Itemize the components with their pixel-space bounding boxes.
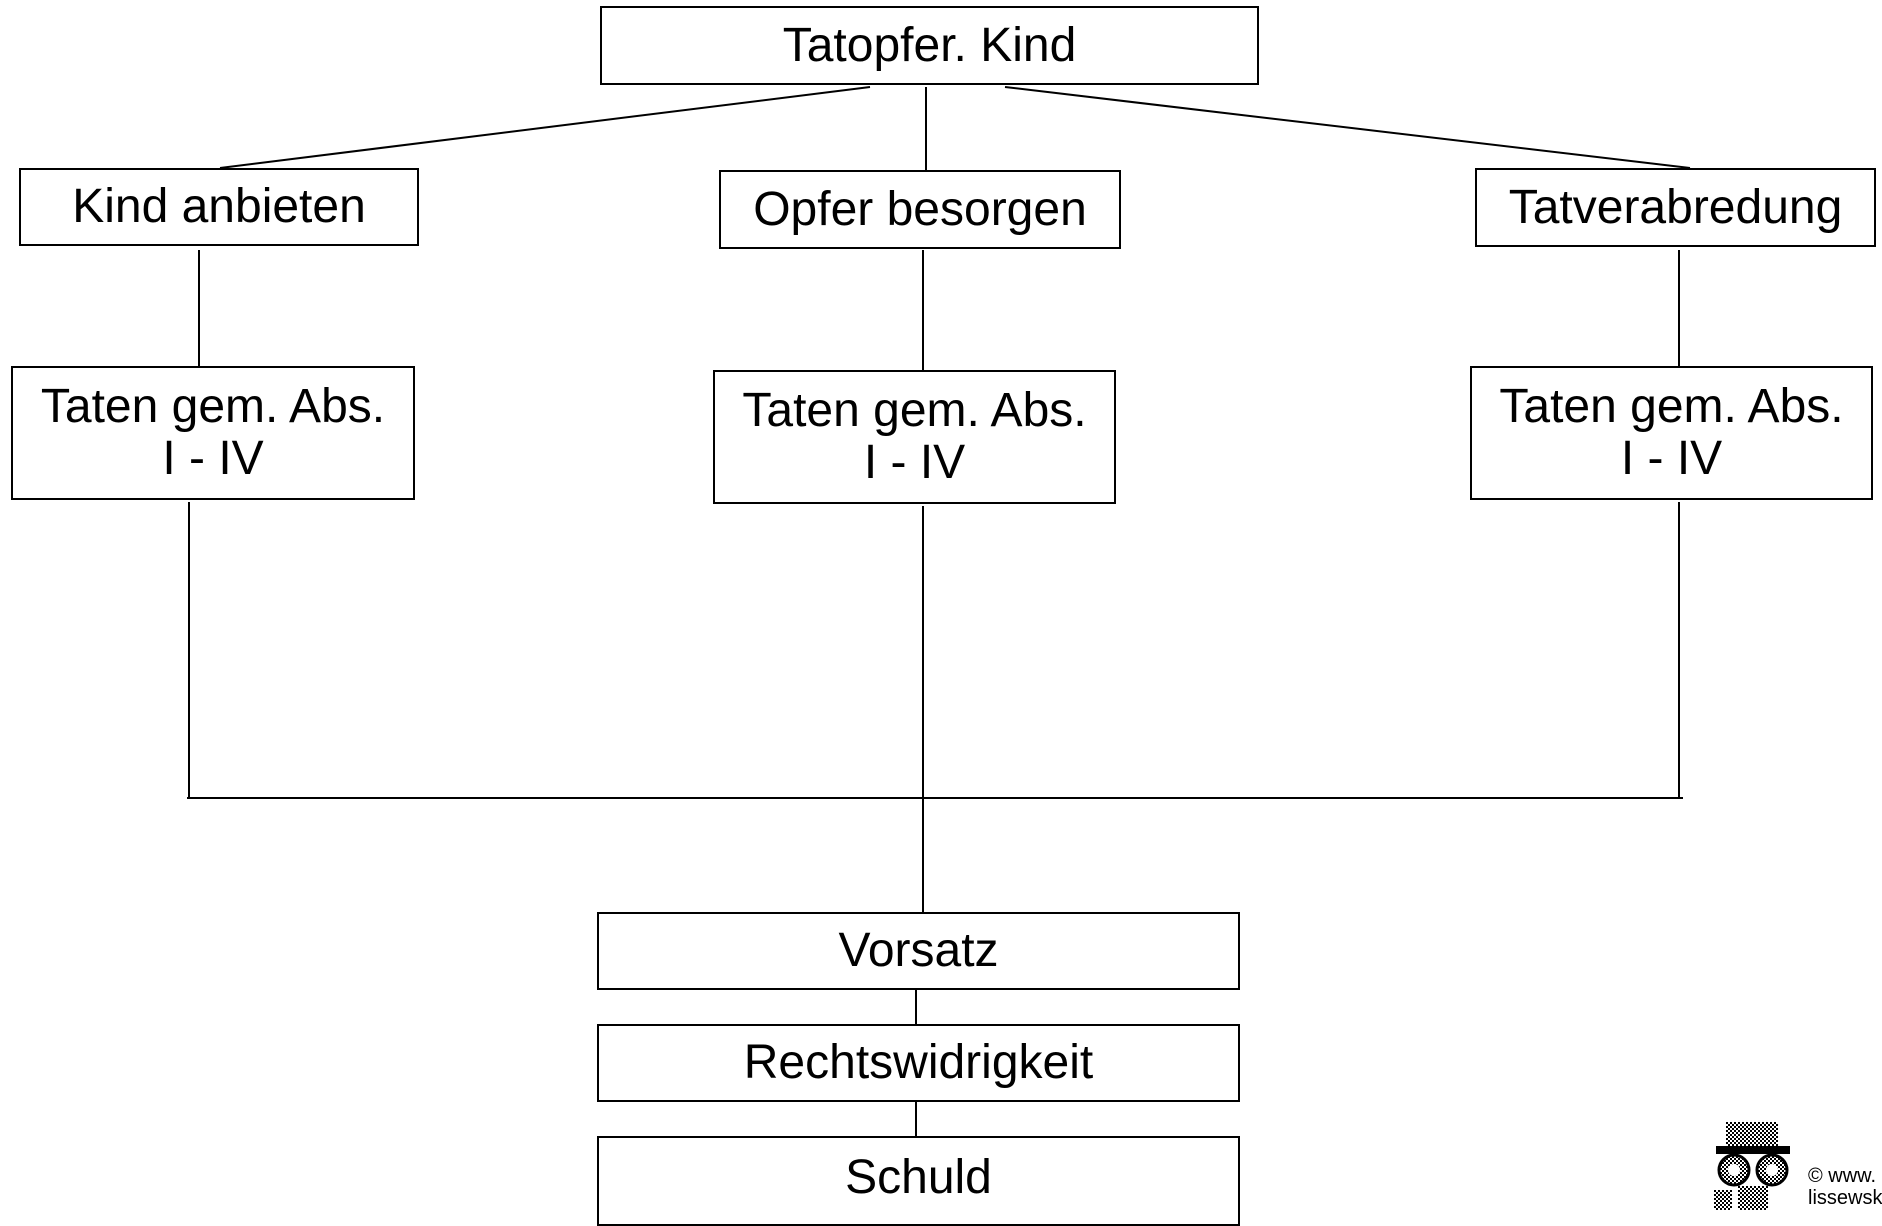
copyright-watermark: © www. lissewsk — [1698, 1118, 1882, 1210]
mascot-logo-icon — [1714, 1122, 1790, 1210]
detail-line2: I - IV — [1620, 432, 1723, 485]
detail-line1: Taten gem. Abs. — [1499, 380, 1844, 433]
detail-node-left: Taten gem. Abs. I - IV — [11, 366, 415, 500]
chain-node-rechtswidrigkeit: Rechtswidrigkeit — [597, 1024, 1240, 1102]
watermark-text: © www. lissewsk — [1808, 1165, 1882, 1209]
branch-node-kind-anbieten: Kind anbieten — [19, 168, 419, 246]
root-node: Tatopfer. Kind — [600, 6, 1259, 85]
chain-node-schuld: Schuld — [597, 1136, 1240, 1226]
chain-node-vorsatz: Vorsatz — [597, 912, 1240, 990]
branch-label: Kind anbieten — [72, 180, 366, 233]
detail-line2: I - IV — [863, 436, 966, 489]
chain-label: Schuld — [845, 1151, 992, 1204]
root-label: Tatopfer. Kind — [782, 18, 1077, 72]
chain-label: Vorsatz — [838, 924, 999, 977]
branch-node-opfer-besorgen: Opfer besorgen — [719, 170, 1121, 249]
detail-line1: Taten gem. Abs. — [40, 380, 386, 433]
watermark-line1: © www. — [1808, 1165, 1877, 1187]
detail-node-center: Taten gem. Abs. I - IV — [713, 370, 1116, 504]
branch-label: Tatverabredung — [1508, 180, 1843, 234]
connector-root-to-tatverabredung — [1004, 86, 1691, 169]
detail-node-right: Taten gem. Abs. I - IV — [1470, 366, 1873, 500]
connector-root-to-kind-anbieten — [219, 86, 871, 169]
branch-label: Opfer besorgen — [753, 182, 1087, 236]
branch-node-tatverabredung: Tatverabredung — [1475, 168, 1876, 247]
detail-line1: Taten gem. Abs. — [742, 384, 1087, 437]
chain-label: Rechtswidrigkeit — [743, 1036, 1094, 1089]
watermark-line2: lissewsk — [1808, 1187, 1882, 1209]
detail-line2: I - IV — [162, 432, 264, 485]
